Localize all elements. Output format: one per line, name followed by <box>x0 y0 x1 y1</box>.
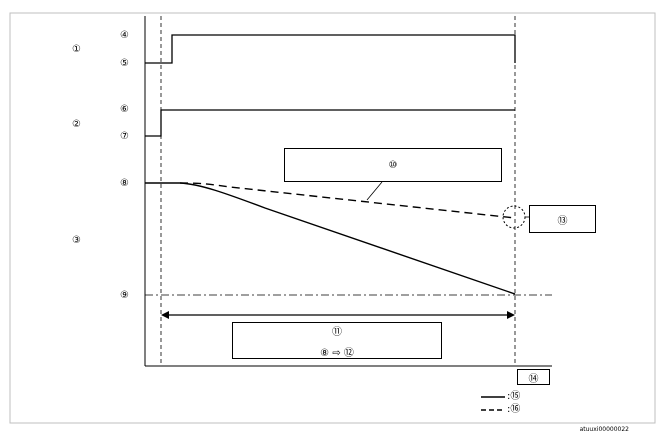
annotation-box-11-transition: ⑧ ⇨ ⑫ <box>320 344 354 359</box>
value-label-7: ⑦ <box>120 131 129 142</box>
annotation-box-10: ⑩ <box>284 148 502 182</box>
annotation-box-11-title: ⑪ <box>332 326 342 338</box>
leader-box10 <box>366 181 383 201</box>
signal-2-step <box>145 109 515 137</box>
outer-frame <box>9 12 656 424</box>
duration-arrow-head-left <box>161 311 169 319</box>
transition-to: ⑫ <box>343 347 354 359</box>
time-axis-label: ⑭ <box>528 373 539 385</box>
figure-id: atuuxi00000022 <box>579 426 629 433</box>
value-label-8: ⑧ <box>120 178 129 189</box>
signal-1-step <box>145 34 516 64</box>
legend-dashed-label: :⑯ <box>507 404 521 415</box>
annotation-box-10-text: ⑩ <box>388 159 398 171</box>
annotation-box-13-text: ⑬ <box>557 215 568 227</box>
transition-arrow-icon: ⇨ <box>332 347 341 359</box>
annotation-box-13: ⑬ <box>529 205 596 233</box>
row-label-1: ① <box>72 44 81 55</box>
value-label-5: ⑤ <box>120 58 129 69</box>
value-label-9: ⑨ <box>120 290 129 301</box>
transition-from: ⑧ <box>320 347 330 359</box>
time-axis-box-14: ⑭ <box>517 369 550 385</box>
annotation-box-11: ⑪ ⑧ ⇨ ⑫ <box>232 322 442 359</box>
legend-solid-label: :⑮ <box>507 391 521 402</box>
solid-decay-curve <box>145 182 516 295</box>
row-label-3: ③ <box>72 235 81 246</box>
value-label-6: ⑥ <box>120 104 129 115</box>
value-label-4: ④ <box>120 30 129 41</box>
duration-arrow-head-right <box>507 311 515 319</box>
dashed-decay-curve <box>179 182 516 219</box>
row-label-2: ② <box>72 119 81 130</box>
